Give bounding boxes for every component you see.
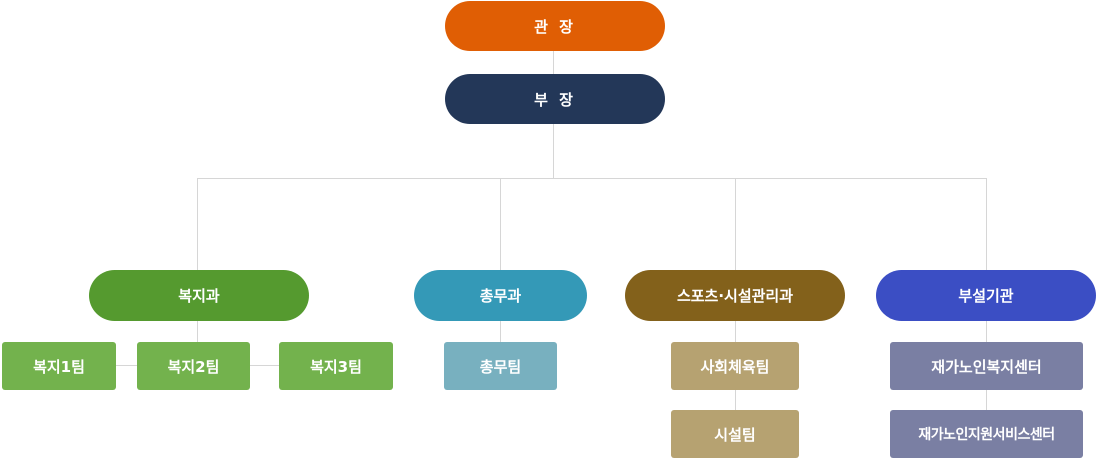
- department-general-affairs: 총무과: [414, 270, 587, 321]
- department-welfare: 복지과: [89, 270, 309, 321]
- connector-horizontal-main: [197, 178, 987, 179]
- team-general-affairs: 총무팀: [444, 342, 557, 390]
- connector-director-deputy: [553, 50, 554, 74]
- department-affiliated-institutions: 부설기관: [876, 270, 1096, 321]
- deputy-node: 부 장: [445, 74, 665, 124]
- connector-sports-drop: [735, 178, 736, 271]
- team-home-elderly-support-service-center: 재가노인지원서비스센터: [890, 410, 1083, 458]
- connector-sports-team-down: [735, 320, 736, 342]
- connector-affiliated-team-between: [986, 390, 987, 410]
- team-welfare-2: 복지2팀: [137, 342, 250, 390]
- connector-affiliated-drop: [986, 178, 987, 271]
- connector-welfare-drop: [197, 178, 198, 271]
- connector-sports-team-between: [735, 390, 736, 410]
- team-home-elderly-welfare-center: 재가노인복지센터: [890, 342, 1083, 390]
- connector-general-drop: [500, 178, 501, 271]
- connector-general-team-down: [500, 320, 501, 342]
- connector-welfare-team-down: [197, 320, 198, 342]
- department-sports-facilities: 스포츠·시설관리과: [625, 270, 845, 321]
- director-node: 관 장: [445, 1, 665, 51]
- connector-affiliated-team-down: [986, 320, 987, 342]
- team-welfare-1: 복지1팀: [2, 342, 116, 390]
- team-facilities: 시설팀: [671, 410, 799, 458]
- connector-deputy-down: [553, 124, 554, 179]
- team-social-sports: 사회체육팀: [671, 342, 799, 390]
- team-welfare-3: 복지3팀: [279, 342, 393, 390]
